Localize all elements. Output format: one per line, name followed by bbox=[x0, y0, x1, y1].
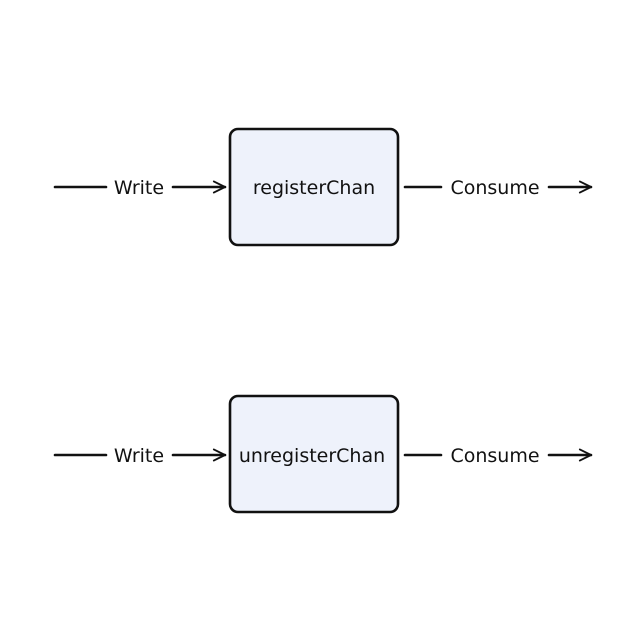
input-edge-label: Write bbox=[114, 177, 164, 199]
output-edge-label: Consume bbox=[450, 177, 539, 199]
node-label: unregisterChan bbox=[239, 445, 385, 467]
node-box bbox=[228, 394, 400, 514]
input-edge-label: Write bbox=[114, 445, 164, 467]
flow-register: Write registerChan Consume bbox=[53, 127, 593, 247]
node-box bbox=[228, 127, 400, 247]
flow-unregister: Write unregisterChan Consume bbox=[53, 394, 593, 514]
output-edge-label: Consume bbox=[450, 445, 539, 467]
node-label: registerChan bbox=[253, 177, 375, 199]
